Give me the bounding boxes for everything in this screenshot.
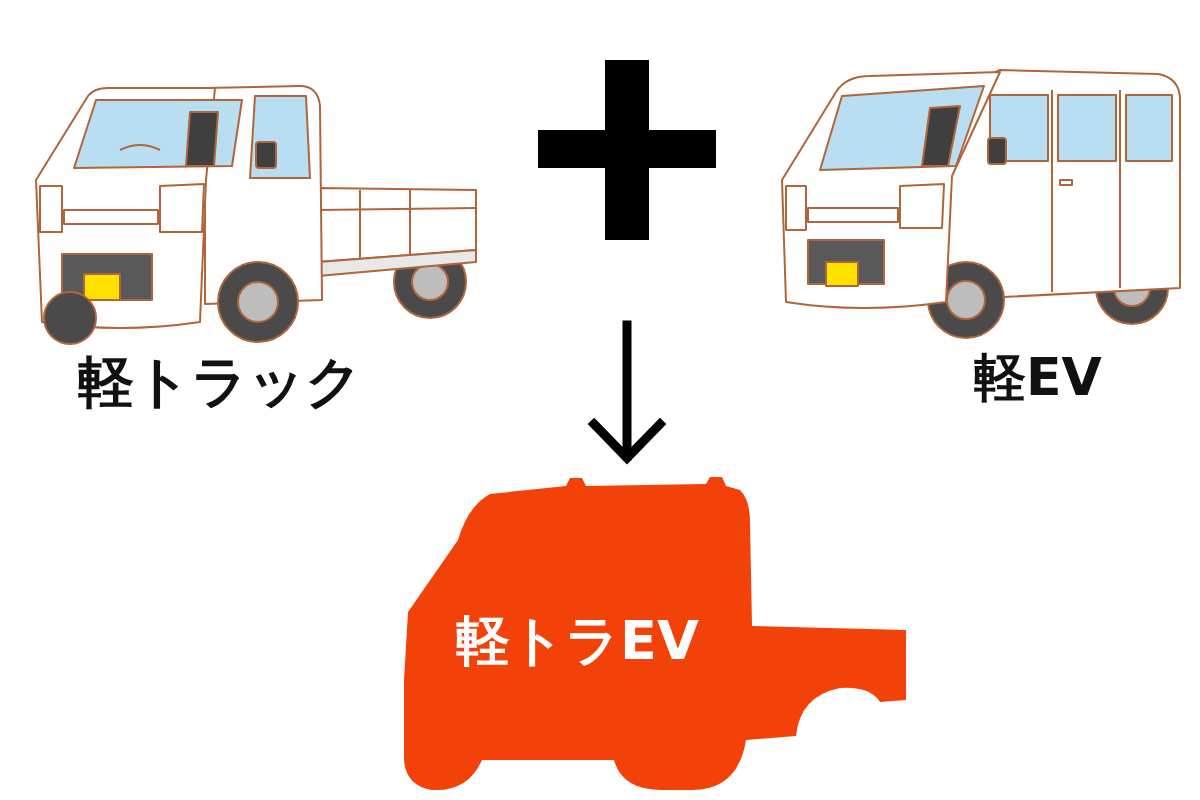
plus-sign bbox=[538, 60, 716, 240]
van-node: 軽EV bbox=[770, 60, 1190, 410]
kei-truck-illustration-part bbox=[318, 208, 476, 210]
ev-truck-silhouette-part bbox=[404, 477, 906, 790]
kei-van-illustration bbox=[782, 70, 1180, 338]
kei-truck-illustration-part bbox=[64, 210, 158, 224]
kei-truck-illustration-part bbox=[359, 190, 361, 258]
kei-van-illustration-part bbox=[1126, 95, 1172, 161]
down-arrow-part bbox=[623, 325, 632, 456]
kei-truck-illustration-part bbox=[412, 264, 448, 300]
node-label: 軽トラEV bbox=[456, 610, 699, 672]
kei-truck-illustration-part bbox=[84, 274, 120, 300]
kei-van-illustration-part bbox=[947, 281, 985, 319]
silhouette-node: 軽トラEV bbox=[404, 476, 906, 792]
kei-van-illustration-part bbox=[988, 138, 1006, 164]
kei-van-illustration-part bbox=[782, 72, 1000, 308]
truck-node: 軽トラック bbox=[30, 60, 500, 420]
kei-truck-illustration-part bbox=[120, 145, 160, 150]
kei-van-illustration-part bbox=[1119, 90, 1121, 288]
kei-van-illustration-part bbox=[1051, 90, 1053, 292]
kei-truck-illustration-part bbox=[218, 262, 298, 342]
ev-truck-silhouette bbox=[404, 477, 906, 790]
kei-truck-illustration-part bbox=[186, 112, 218, 166]
down-arrow-part bbox=[594, 424, 660, 458]
kei-van-illustration-part bbox=[1060, 180, 1072, 185]
kei-van-illustration-part bbox=[820, 86, 984, 170]
kei-truck-illustration-part bbox=[250, 96, 310, 178]
kei-truck-illustration-part bbox=[238, 282, 278, 322]
kei-truck-illustration-part bbox=[256, 142, 276, 168]
kei-van-illustration-part bbox=[900, 184, 944, 228]
kei-truck-illustration-part bbox=[409, 190, 411, 255]
kei-truck-illustration-part bbox=[40, 186, 62, 232]
kei-truck-illustration bbox=[36, 86, 476, 344]
down-arrow bbox=[594, 325, 660, 458]
kei-van-illustration-part bbox=[922, 106, 960, 166]
kei-truck-illustration-part bbox=[44, 292, 96, 344]
kei-van-illustration-part bbox=[1058, 95, 1116, 161]
kei-van-illustration-part bbox=[826, 262, 858, 286]
kei-truck-illustration-part bbox=[318, 250, 476, 276]
node-caption: 軽EV bbox=[974, 348, 1102, 408]
kei-truck-illustration-part bbox=[160, 184, 204, 232]
kei-van-illustration-part bbox=[786, 186, 806, 230]
node-caption: 軽トラック bbox=[78, 350, 362, 414]
plus-sign-part bbox=[538, 130, 716, 168]
kei-van-illustration-part bbox=[808, 208, 898, 222]
kei-truck-illustration-part bbox=[74, 100, 242, 168]
